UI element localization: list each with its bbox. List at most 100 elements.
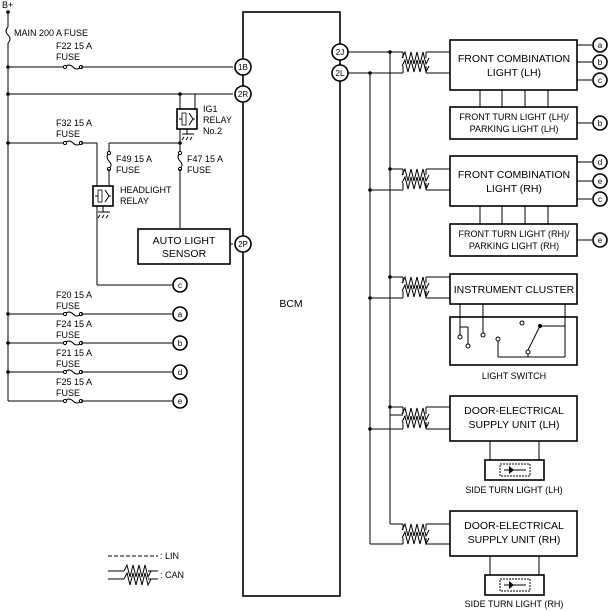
fuse-group-f24: F24 15 A FUSE bbox=[6, 319, 172, 346]
door-electrical-supply-unit-rh bbox=[449, 510, 578, 557]
headlight-relay-name: HEADLIGHT bbox=[120, 185, 172, 195]
fuse-f24-rating: F24 15 A bbox=[56, 319, 92, 329]
fuse-f24-label: FUSE bbox=[56, 330, 80, 340]
auto-light-sensor-label-2: SENSOR bbox=[162, 248, 207, 260]
ref-d-left bbox=[172, 364, 188, 380]
ref-e-right-2 bbox=[592, 232, 608, 248]
bcm-pin-2r bbox=[234, 85, 252, 103]
svg-text:b: b bbox=[178, 339, 183, 348]
svg-text:a: a bbox=[178, 310, 183, 319]
ref-b-right-1 bbox=[592, 54, 608, 70]
door-electrical-supply-unit-lh-label-1: DOOR-ELECTRICAL bbox=[464, 405, 564, 417]
side-turn-light-rh-label: SIDE TURN LIGHT (RH) bbox=[465, 599, 564, 609]
can-coil-1 bbox=[401, 51, 430, 73]
svg-text:2P: 2P bbox=[238, 240, 248, 249]
bcm-pin-1b bbox=[234, 58, 252, 76]
ref-b-left bbox=[172, 335, 188, 351]
instrument-cluster-label: INSTRUMENT CLUSTER bbox=[454, 284, 575, 296]
front-turn-light-lh bbox=[449, 106, 578, 140]
svg-text:e: e bbox=[178, 397, 183, 406]
ref-d-right bbox=[592, 154, 608, 170]
fuse-f20-rating: F20 15 A bbox=[56, 290, 92, 300]
front-turn-light-rh bbox=[449, 223, 578, 257]
bcm-box bbox=[242, 11, 341, 597]
legend-can-label: : CAN bbox=[160, 570, 184, 580]
svg-text:1B: 1B bbox=[238, 63, 248, 72]
front-combination-light-lh-label-2: LIGHT (LH) bbox=[487, 67, 541, 79]
door-electrical-supply-unit-lh-label-2: SUPPLY UNIT (LH) bbox=[468, 419, 559, 431]
front-combination-light-lh-label-1: FRONT COMBINATION bbox=[458, 53, 570, 65]
front-turn-light-rh-label-2: PARKING LIGHT (RH) bbox=[469, 241, 559, 251]
door-electrical-supply-unit-lh bbox=[449, 395, 578, 442]
svg-text:2R: 2R bbox=[238, 90, 248, 99]
fuse-group-f25: F25 15 A FUSE bbox=[8, 377, 172, 404]
fuse-f22 bbox=[62, 64, 84, 70]
fuse-f22-rating: F22 15 A bbox=[56, 41, 92, 51]
fuse-f21-label: FUSE bbox=[56, 359, 80, 369]
side-turn-light-lh-label: SIDE TURN LIGHT (LH) bbox=[465, 485, 562, 495]
front-turn-light-lh-label-1: FRONT TURN LIGHT (LH)/ bbox=[459, 112, 569, 122]
svg-text:e: e bbox=[598, 236, 603, 245]
can-coil-3 bbox=[401, 276, 430, 298]
instrument-cluster bbox=[449, 273, 578, 305]
ig1-relay-name: IG1 bbox=[203, 104, 218, 114]
fuse-f47-label: FUSE bbox=[187, 165, 211, 175]
battery-label: B+ bbox=[2, 0, 13, 10]
svg-text:c: c bbox=[598, 195, 602, 204]
light-switch-contacts bbox=[457, 317, 566, 358]
fuse-f32-label: FUSE bbox=[56, 129, 80, 139]
ref-c-right-1 bbox=[592, 72, 608, 88]
fuse-f25-label: FUSE bbox=[56, 388, 80, 398]
fuse-group-f21: F21 15 A FUSE bbox=[6, 348, 172, 375]
fuse-f49-rating: F49 15 A bbox=[116, 154, 152, 164]
fuse-f32 bbox=[62, 140, 84, 146]
ref-e-left bbox=[172, 393, 188, 409]
front-combination-light-rh-label-2: LIGHT (RH) bbox=[486, 183, 542, 195]
legend-can-symbol bbox=[108, 564, 158, 586]
fuse-f22-label: FUSE bbox=[56, 52, 80, 62]
svg-text:e: e bbox=[598, 177, 603, 186]
ig1-relay-number: No.2 bbox=[203, 126, 222, 136]
svg-text:c: c bbox=[598, 76, 602, 85]
ref-e-right-1 bbox=[592, 173, 608, 189]
light-switch-label: LIGHT SWITCH bbox=[482, 371, 546, 381]
svg-text:c: c bbox=[178, 281, 182, 290]
door-electrical-supply-unit-rh-label-2: SUPPLY UNIT (RH) bbox=[468, 534, 561, 546]
headlight-relay-symbol bbox=[92, 185, 114, 207]
ref-a-right bbox=[592, 37, 608, 53]
svg-text:2J: 2J bbox=[336, 48, 344, 57]
legend-lin-label: : LIN bbox=[160, 551, 179, 561]
ref-a-left bbox=[172, 306, 188, 322]
fuse-f49 bbox=[106, 150, 112, 172]
fuse-f49-label: FUSE bbox=[116, 165, 140, 175]
fuse-f25-rating: F25 15 A bbox=[56, 377, 92, 387]
door-electrical-supply-unit-rh-label-1: DOOR-ELECTRICAL bbox=[464, 520, 564, 532]
front-combination-light-lh bbox=[449, 39, 578, 91]
auto-light-sensor-label-1: AUTO LIGHT bbox=[153, 235, 216, 247]
headlight-relay-label: RELAY bbox=[120, 196, 149, 206]
can-coil-5 bbox=[401, 523, 430, 545]
auto-light-sensor-box bbox=[137, 228, 231, 265]
fuse-group-f20: F20 15 A FUSE bbox=[6, 290, 172, 317]
fuse-f32-rating: F32 15 A bbox=[56, 118, 92, 128]
svg-text:d: d bbox=[178, 368, 182, 377]
svg-text:d: d bbox=[598, 158, 602, 167]
ig1-relay-symbol bbox=[176, 108, 198, 130]
bcm-label: BCM bbox=[279, 298, 302, 310]
bcm-pin-2p bbox=[234, 235, 252, 253]
light-switch-box bbox=[449, 316, 578, 366]
fuse-f47 bbox=[177, 150, 183, 172]
side-turn-light-rh-bulb bbox=[499, 578, 531, 592]
fuse-f21-rating: F21 15 A bbox=[56, 348, 92, 358]
front-turn-light-rh-label-1: FRONT TURN LIGHT (RH)/ bbox=[458, 229, 570, 239]
can-coil-2 bbox=[401, 168, 430, 190]
svg-text:a: a bbox=[598, 41, 603, 50]
svg-text:b: b bbox=[598, 58, 603, 67]
svg-text:2L: 2L bbox=[336, 69, 345, 78]
front-combination-light-rh bbox=[449, 155, 578, 207]
main-fuse-symbol bbox=[5, 26, 11, 44]
fuse-f20-label: FUSE bbox=[56, 301, 80, 311]
ref-b-right-2 bbox=[592, 115, 608, 131]
svg-text:b: b bbox=[598, 119, 603, 128]
